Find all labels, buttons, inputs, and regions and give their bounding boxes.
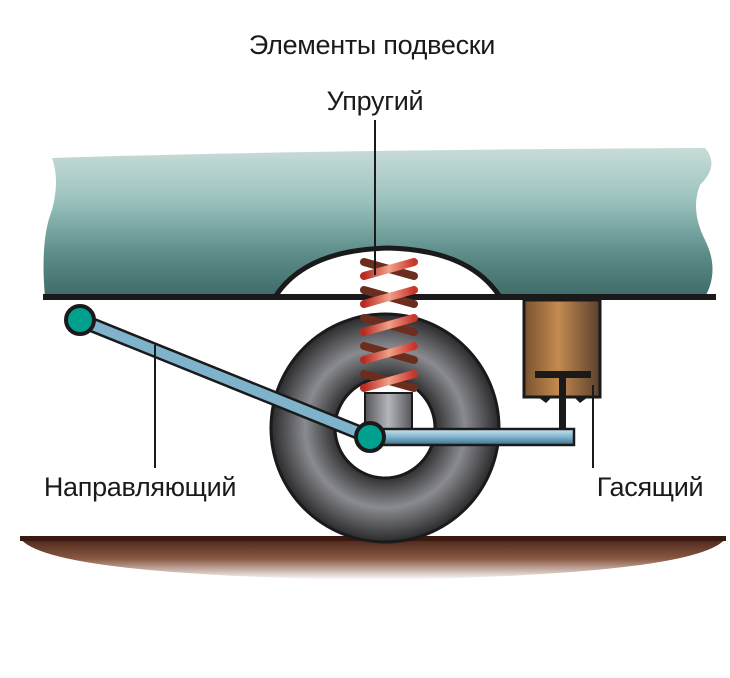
hub-joint: [354, 421, 386, 453]
body-joint: [64, 304, 96, 336]
wheel-arch-outline: [272, 245, 503, 299]
shock-absorber-rod: [559, 375, 566, 433]
guiding-arm-horizontal: [370, 427, 576, 447]
label-damping: Гасящий: [596, 472, 704, 502]
coil-spring: [360, 258, 418, 392]
shock-absorber-seal: [538, 397, 588, 403]
diagram-title: Элементы подвески: [248, 30, 496, 60]
shock-absorber-piston: [535, 371, 591, 378]
label-guiding: Направляющий: [43, 472, 237, 502]
vehicle-body: [43, 148, 713, 297]
ground: [20, 538, 726, 580]
guiding-arm-diagonal-fill: [75, 315, 375, 442]
label-elastic: Упругий: [326, 86, 424, 116]
